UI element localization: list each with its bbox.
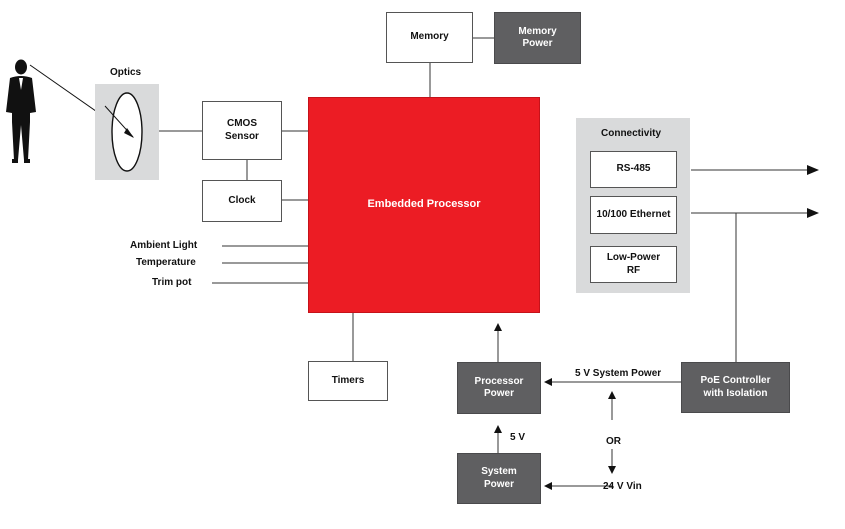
low-power-rf-block: Low-Power RF [590, 246, 677, 283]
or-label: OR [606, 436, 621, 447]
ethernet-block: 10/100 Ethernet [590, 196, 677, 234]
optics-label: Optics [110, 67, 142, 78]
temperature-label: Temperature [136, 257, 196, 268]
person-icon [6, 59, 36, 163]
memory-power-block: Memory Power [494, 12, 581, 64]
trim-pot-label: Trim pot [152, 277, 192, 288]
poe-controller-block: PoE Controller with Isolation [681, 362, 790, 413]
clock-block: Clock [202, 180, 282, 222]
system-power-block: System Power [457, 453, 541, 504]
memory-block: Memory [386, 12, 473, 63]
timers-block: Timers [308, 361, 388, 401]
ambient-light-label: Ambient Light [130, 240, 198, 251]
embedded-processor-block: Embedded Processor [308, 97, 540, 313]
connectivity-label: Connectivity [601, 128, 662, 139]
processor-power-block: Processor Power [457, 362, 541, 414]
cmos-sensor-block: CMOS Sensor [202, 101, 282, 160]
five-v-label: 5 V [510, 432, 526, 443]
vin-24v-label: 24 V Vin [603, 481, 642, 492]
rs485-block: RS-485 [590, 151, 677, 188]
system-power-5v-label: 5 V System Power [575, 368, 662, 379]
